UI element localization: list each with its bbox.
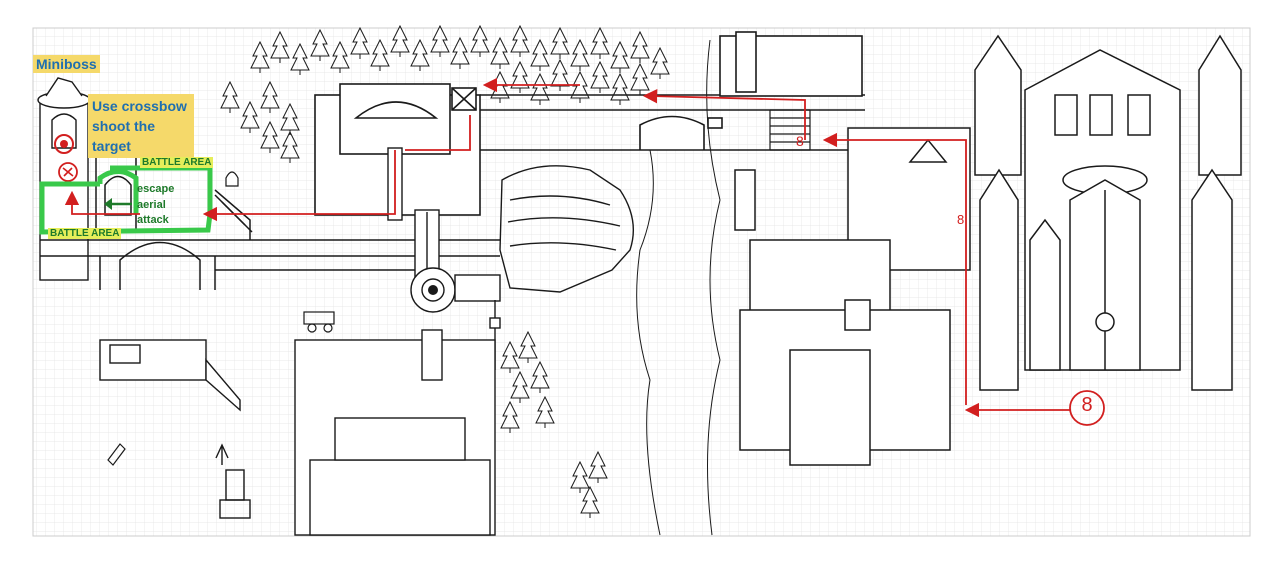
miniboss-tower (37, 77, 91, 281)
miniboss-callout: Miniboss (33, 55, 100, 73)
battle-area-outline (39, 165, 213, 235)
east-buildings (734, 127, 971, 466)
route-mark-courtyard: 8 (957, 212, 965, 227)
green-arrow (104, 198, 132, 210)
ravine (636, 39, 721, 536)
cathedral-spires (974, 34, 1242, 391)
battle-area-label-bottom: BATTLE AREA (48, 228, 122, 239)
route-step-number: 8 (1081, 394, 1093, 416)
escape-aerial-attack-note: escape aerial attack (137, 183, 175, 226)
ghost-icon (225, 171, 239, 187)
route-step-marker (1069, 390, 1105, 426)
crossbow-instruction: Use crossbow shoot the target (88, 94, 194, 158)
cart-icon (303, 311, 335, 333)
crossbow-icon (58, 162, 78, 182)
route-path (64, 77, 1070, 418)
cathedral (1024, 49, 1181, 371)
target-icon (54, 134, 74, 154)
route-mark-stairs: 8 (796, 133, 804, 149)
cog-icon (428, 285, 438, 295)
stairs-central (769, 109, 811, 151)
statue-icon (215, 443, 251, 519)
southwest-buildings (99, 329, 496, 536)
pencil-icon (107, 443, 126, 466)
battle-area-label-top: BATTLE AREA (140, 157, 214, 168)
shaft-and-platform (387, 147, 501, 370)
rock-outcrop (499, 165, 635, 293)
